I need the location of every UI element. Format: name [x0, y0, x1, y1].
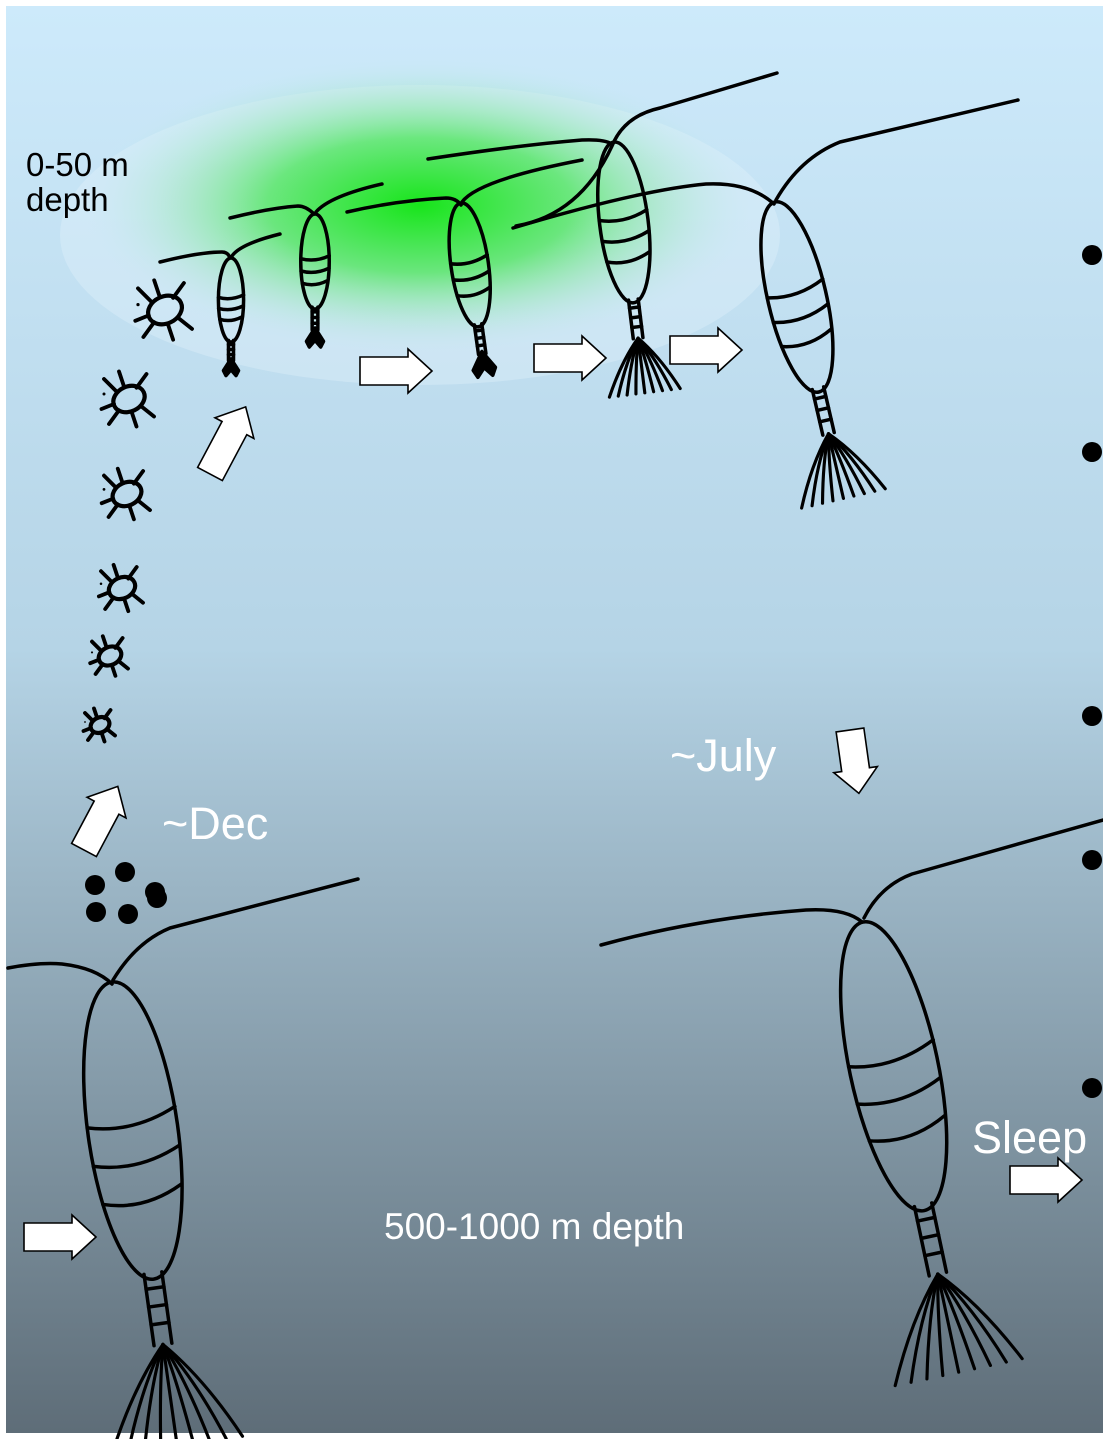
bullet-point: [1082, 850, 1102, 870]
bullet-point: [1082, 1078, 1102, 1098]
sleep-label: Sleep: [972, 1114, 1087, 1161]
bullet-point: [1082, 442, 1102, 462]
surface-depth-text: 0-50 m depth: [26, 146, 129, 218]
july-label: ~July: [670, 732, 776, 779]
december-label: ~Dec: [162, 800, 268, 847]
egg: [147, 888, 167, 908]
deep-depth-label: 500-1000 m depth: [384, 1208, 684, 1247]
egg: [85, 875, 105, 895]
egg: [118, 904, 138, 924]
egg: [115, 862, 135, 882]
egg: [86, 902, 106, 922]
surface-depth-label: 0-50 m depth: [26, 148, 129, 217]
bullet-point: [1082, 706, 1102, 726]
bullet-point: [1082, 245, 1102, 265]
